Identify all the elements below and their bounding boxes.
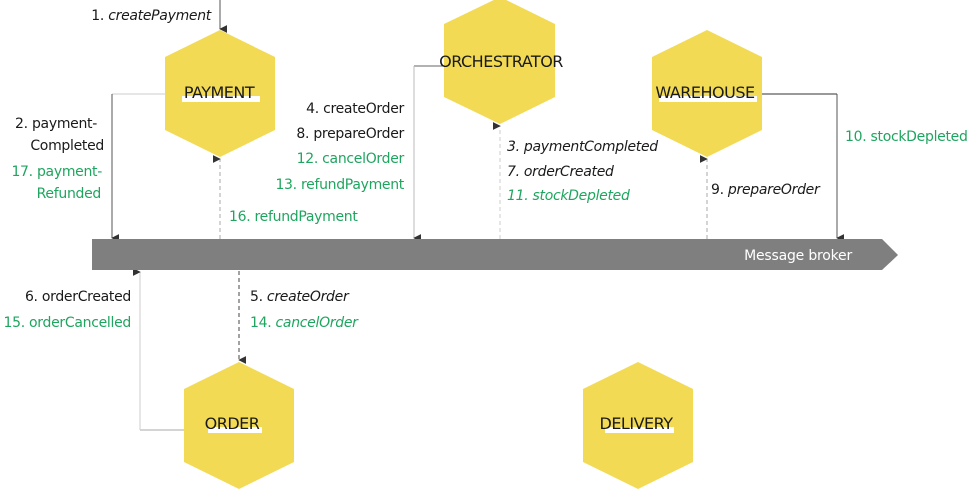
message-broker-bar: [92, 239, 898, 270]
message-17-line2: Refunded: [37, 186, 101, 202]
service-label-payment: PAYMENT: [184, 83, 255, 102]
message-2-line1: 2. payment-: [15, 116, 97, 132]
message-broker-label: Message broker: [744, 248, 852, 264]
message-14: 14. cancelOrder: [250, 315, 359, 331]
service-delivery: DELIVERY: [583, 362, 693, 489]
message-2-line2: Completed: [30, 138, 104, 154]
message-7: 7. orderCreated: [507, 164, 614, 180]
message-5: 5. createOrder: [250, 289, 350, 305]
message-3: 3. paymentCompleted: [507, 139, 658, 155]
message-12: 12. cancelOrder: [297, 151, 405, 167]
label-underline: [208, 427, 262, 433]
message-13: 13. refundPayment: [275, 177, 404, 193]
service-label-warehouse: WAREHOUSE: [655, 83, 755, 102]
message-6: 6. orderCreated: [25, 289, 131, 305]
hexagon-delivery: [583, 362, 693, 489]
hexagon-warehouse: [652, 30, 762, 157]
service-label-order: ORDER: [205, 414, 260, 433]
hexagon-payment: [165, 30, 275, 157]
message-8: 8. prepareOrder: [296, 126, 404, 142]
message-11: 11. stockDepleted: [507, 188, 630, 204]
message-9: 9. prepareOrder: [711, 182, 821, 198]
message-broker: Message broker: [92, 239, 898, 270]
service-label-orchestrator: ORCHESTRATOR: [439, 52, 563, 71]
label-underline: [659, 96, 757, 102]
service-orchestrator: ORCHESTRATOR: [439, 0, 564, 124]
label-underline: [182, 96, 260, 102]
hexagon-orchestrator: [444, 0, 555, 124]
hexagon-order: [184, 362, 294, 489]
message-16: 16. refundPayment: [229, 209, 358, 225]
service-order: ORDER: [184, 362, 294, 489]
message-17-line1: 17. payment-: [11, 164, 102, 180]
service-label-delivery: DELIVERY: [600, 414, 674, 433]
message-15: 15. orderCancelled: [4, 315, 131, 331]
service-payment: PAYMENT: [165, 30, 275, 157]
label-underline: [605, 427, 674, 433]
message-10: 10. stockDepleted: [845, 129, 968, 145]
service-warehouse: WAREHOUSE: [652, 30, 762, 157]
message-4: 4. createOrder: [306, 101, 404, 117]
message-1: 1. createPayment: [91, 8, 212, 24]
